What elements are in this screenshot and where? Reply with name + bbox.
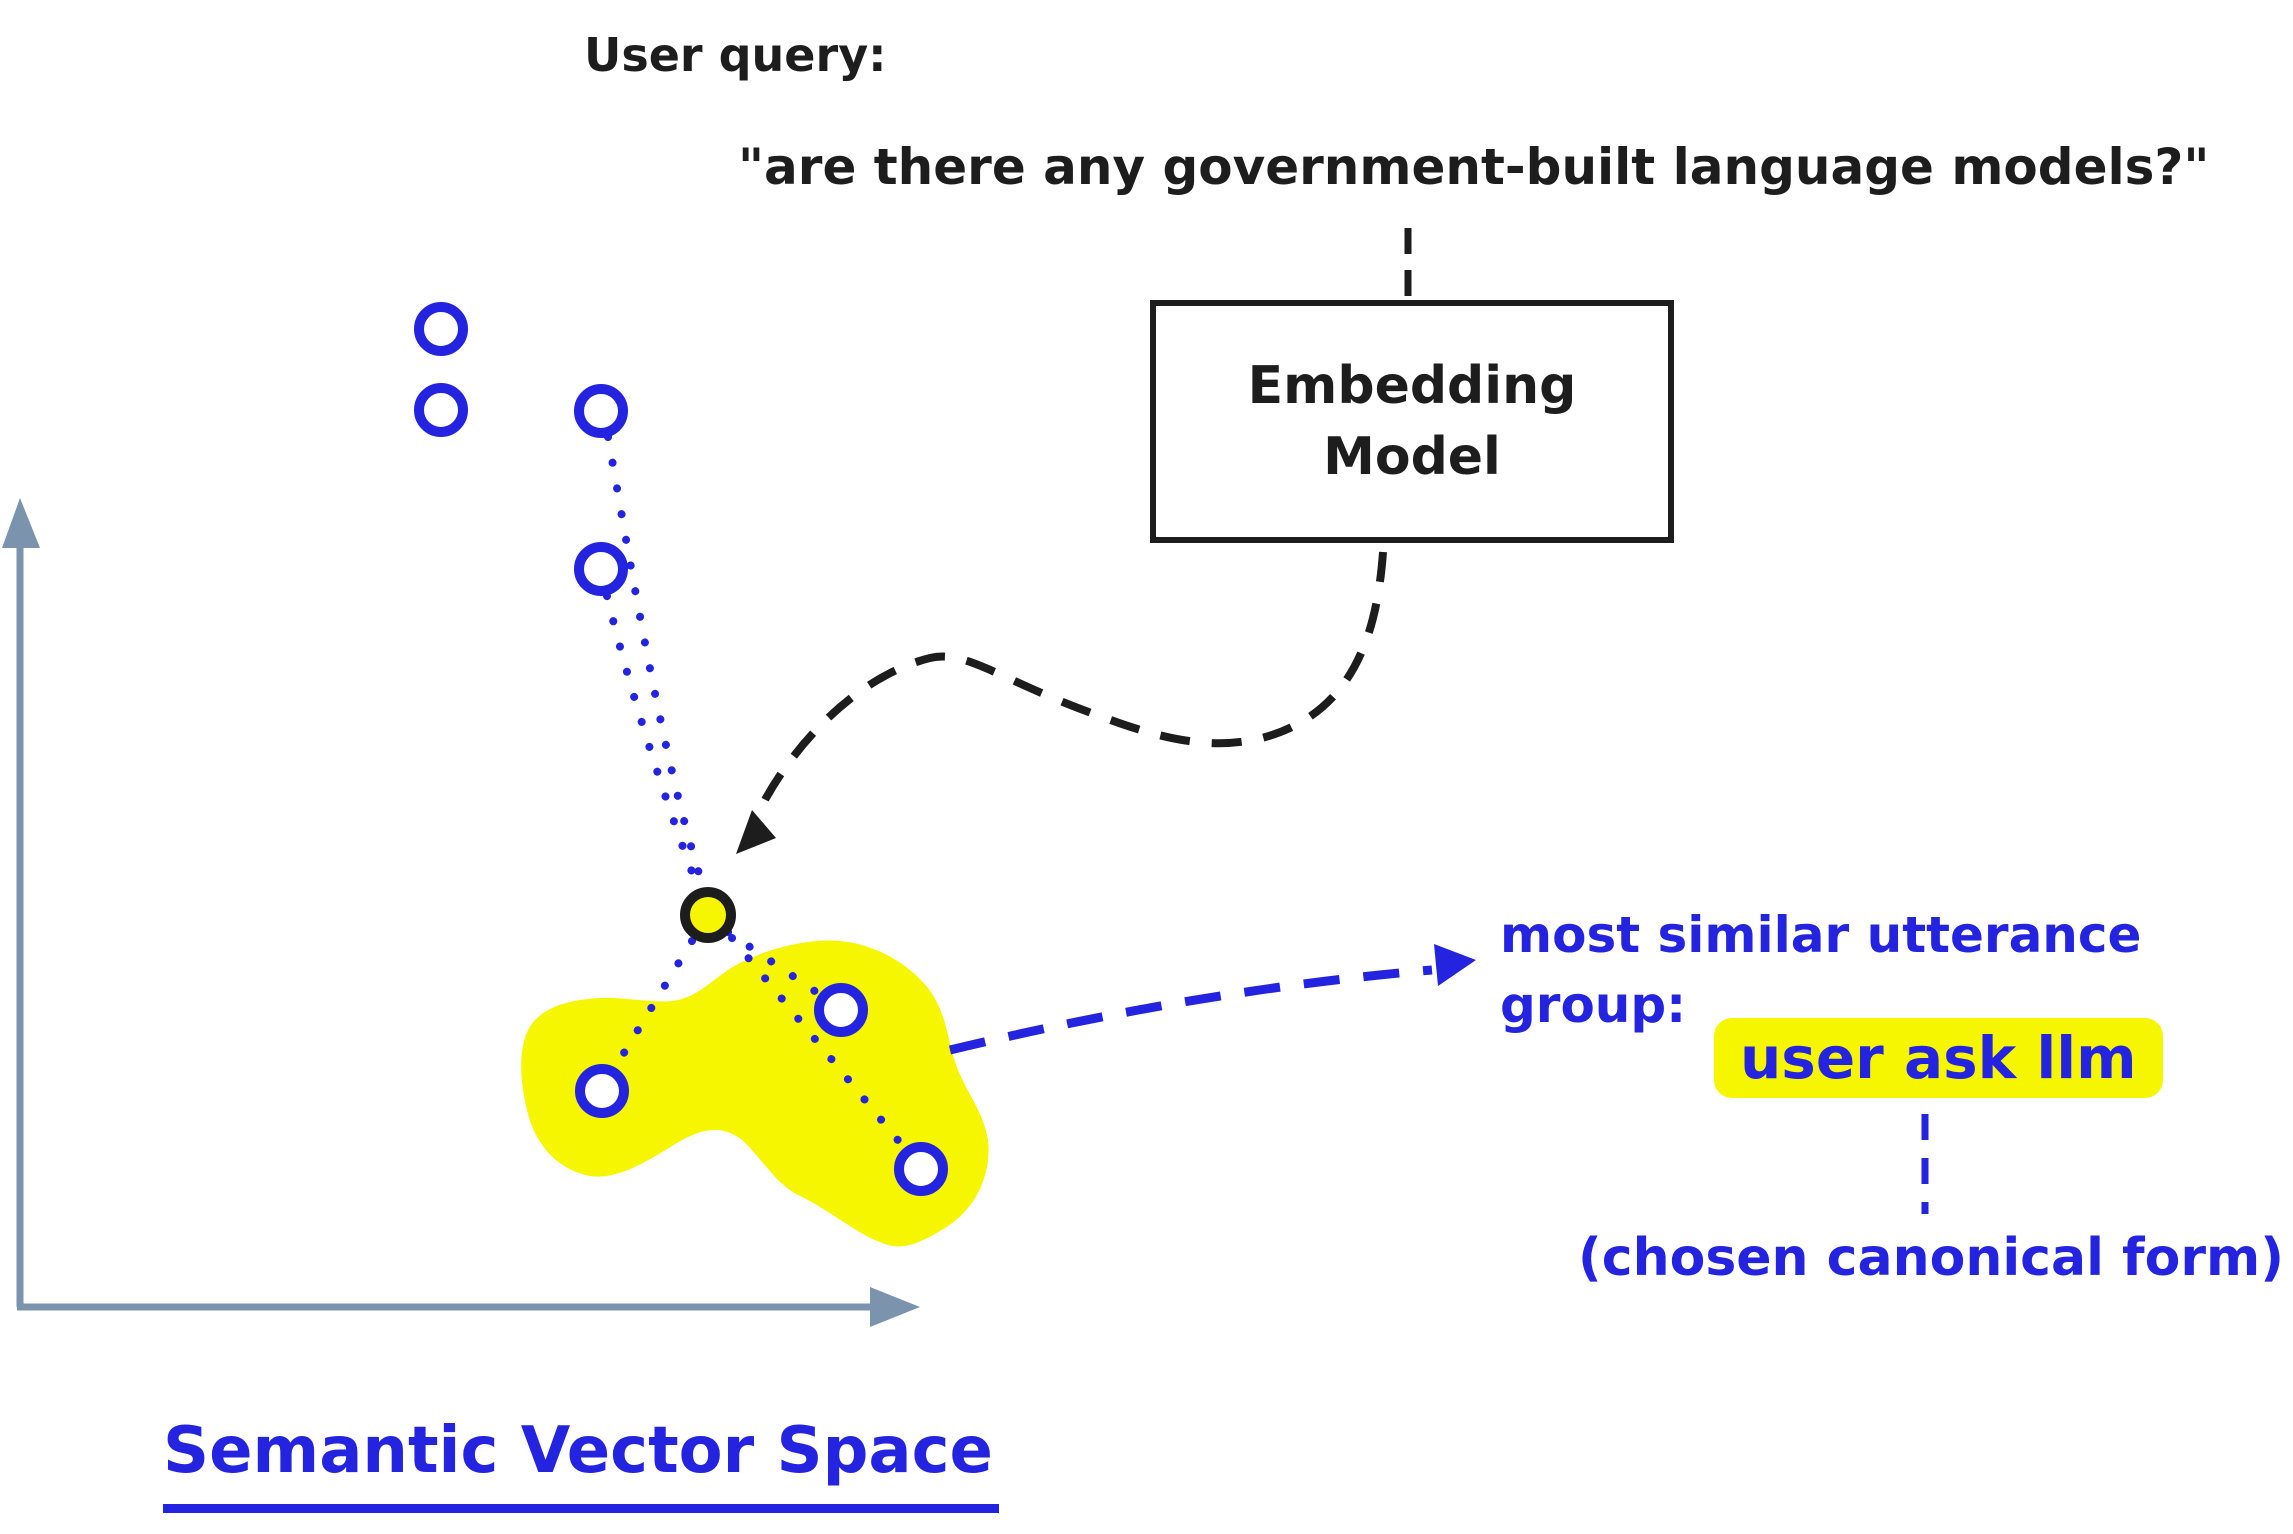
distance-line-outlier-3	[604, 433, 707, 890]
y-axis-arrowhead-icon	[2, 498, 40, 548]
cluster-highlight-blob	[521, 940, 989, 1247]
utterance-point	[414, 302, 468, 356]
cluster-to-label-arrow	[948, 965, 1433, 1055]
distance-line-cluster-a	[612, 937, 696, 1070]
query-embedding-point	[680, 887, 736, 943]
embedding-to-point-curve	[749, 551, 1387, 828]
user-query-text: "are there any government-built language…	[738, 138, 2210, 196]
distance-line-outlier-4	[603, 592, 702, 892]
embedding-curve-arrowhead-icon	[736, 810, 776, 854]
canonical-form-highlight: user ask llm	[1714, 1018, 2163, 1098]
utterance-point	[574, 542, 628, 596]
x-axis-arrowhead-icon	[870, 1287, 920, 1327]
canonical-form-note: (chosen canonical form)	[1578, 1228, 2284, 1288]
embedding-model-box: Embedding Model	[1150, 300, 1674, 543]
user-query-label: User query:	[584, 28, 887, 82]
cluster-utterance-point	[575, 1064, 629, 1118]
cluster-utterance-point	[814, 983, 868, 1037]
utterance-point	[414, 383, 468, 437]
cluster-utterance-point	[894, 1142, 948, 1196]
most-similar-group-label: most similar utterance group:	[1500, 906, 2142, 1034]
cluster-arrow-arrowhead-icon	[1434, 944, 1476, 986]
utterance-point	[574, 384, 628, 438]
diagram-title: Semantic Vector Space	[163, 1414, 999, 1513]
